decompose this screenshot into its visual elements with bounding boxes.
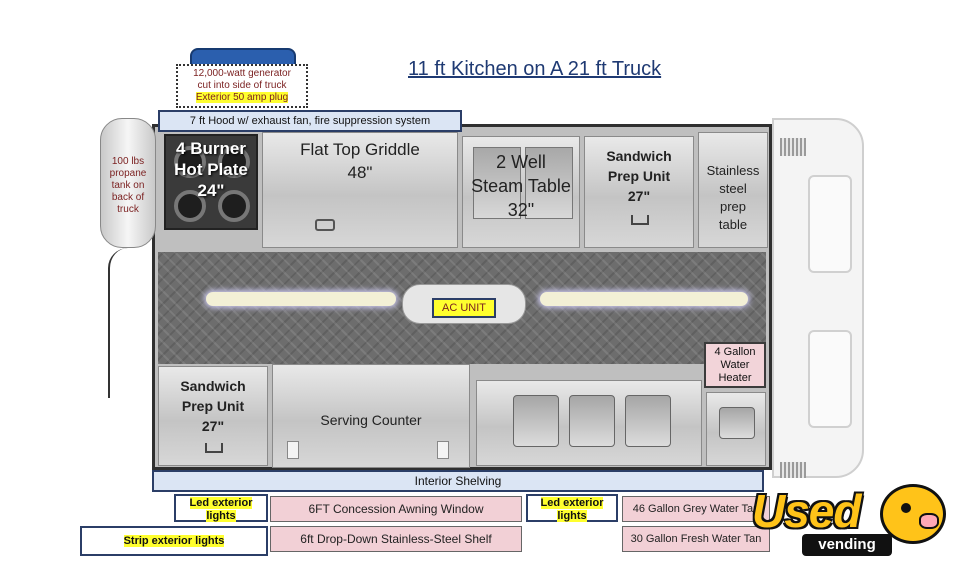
logo-used: Used bbox=[752, 485, 861, 537]
griddle-handle bbox=[315, 219, 335, 231]
steam-table-label: 2 Well Steam Table 32" bbox=[471, 152, 571, 220]
steam-well bbox=[473, 147, 521, 219]
ceiling-light bbox=[206, 292, 396, 306]
hot-plate-label: 4 Burner Hot Plate 24" bbox=[174, 139, 248, 200]
propane-tank bbox=[100, 118, 156, 248]
burner-icon bbox=[174, 190, 206, 222]
hand-sink bbox=[706, 392, 766, 466]
propane-line bbox=[108, 248, 148, 398]
cab-window bbox=[808, 175, 852, 273]
sandwich-prep-unit-bottom bbox=[158, 366, 268, 466]
sandwich-prep-top-label: Sandwich Prep Unit 27" bbox=[606, 148, 672, 204]
griddle-label: Flat Top Griddle 48" bbox=[300, 140, 420, 182]
door-handle-icon bbox=[631, 215, 649, 225]
grey-water-tank-label: 46 Gallon Grey Water Tan bbox=[622, 496, 770, 522]
pig-snout-icon bbox=[919, 513, 939, 529]
hot-plate bbox=[164, 134, 258, 230]
logo-vending: vending bbox=[802, 534, 892, 556]
piggy-bank-icon bbox=[880, 484, 946, 544]
propane-label: 100 lbs propane tank on back of truck bbox=[109, 156, 147, 215]
interior-shelving-label: Interior Shelving bbox=[152, 470, 764, 492]
hood-label: 7 ft Hood w/ exhaust fan, fire suppressi… bbox=[158, 110, 462, 132]
burner-icon bbox=[218, 190, 250, 222]
stainless-prep-table-label: Stainless steel prep table bbox=[706, 163, 760, 232]
pig-eye-icon bbox=[901, 503, 911, 513]
outlet-icon bbox=[437, 441, 449, 459]
outlet-icon bbox=[287, 441, 299, 459]
three-compartment-sink bbox=[476, 380, 702, 466]
cab-vent bbox=[780, 138, 806, 156]
sink-basin bbox=[513, 395, 559, 447]
serving-counter bbox=[272, 364, 470, 468]
door-handle-icon bbox=[205, 443, 223, 453]
sink-basin bbox=[569, 395, 615, 447]
steam-table bbox=[462, 136, 580, 248]
cab-vent bbox=[780, 462, 806, 478]
sandwich-prep-unit-top bbox=[584, 136, 694, 248]
steam-well bbox=[525, 147, 573, 219]
sandwich-prep-bottom-label: Sandwich Prep Unit 27" bbox=[180, 378, 246, 434]
serving-counter-label: Serving Counter bbox=[320, 412, 422, 428]
ac-label: AC UNIT bbox=[432, 298, 496, 318]
generator-label: 12,000-watt generator cut into side of t… bbox=[176, 64, 308, 108]
sink-basin bbox=[719, 407, 755, 439]
water-heater-label: 4 Gallon Water Heater bbox=[704, 342, 766, 388]
stainless-prep-table bbox=[698, 132, 768, 248]
fresh-water-tank-label: 30 Gallon Fresh Water Tan bbox=[622, 526, 770, 552]
led-lights-right-label: Led exterior lights bbox=[526, 494, 618, 522]
cab-window bbox=[808, 330, 852, 428]
ceiling-light bbox=[540, 292, 748, 306]
strip-lights-label: Strip exterior lights bbox=[80, 526, 268, 556]
burner-icon bbox=[218, 146, 250, 178]
griddle bbox=[262, 132, 458, 248]
sink-basin bbox=[625, 395, 671, 447]
diagram-title: 11 ft Kitchen on A 21 ft Truck bbox=[408, 58, 662, 80]
awning-window-label: 6FT Concession Awning Window bbox=[270, 496, 522, 522]
drop-down-shelf-label: 6ft Drop-Down Stainless-Steel Shelf bbox=[270, 526, 522, 552]
burner-icon bbox=[174, 146, 206, 178]
led-lights-left-label: Led exterior lights bbox=[174, 494, 268, 522]
